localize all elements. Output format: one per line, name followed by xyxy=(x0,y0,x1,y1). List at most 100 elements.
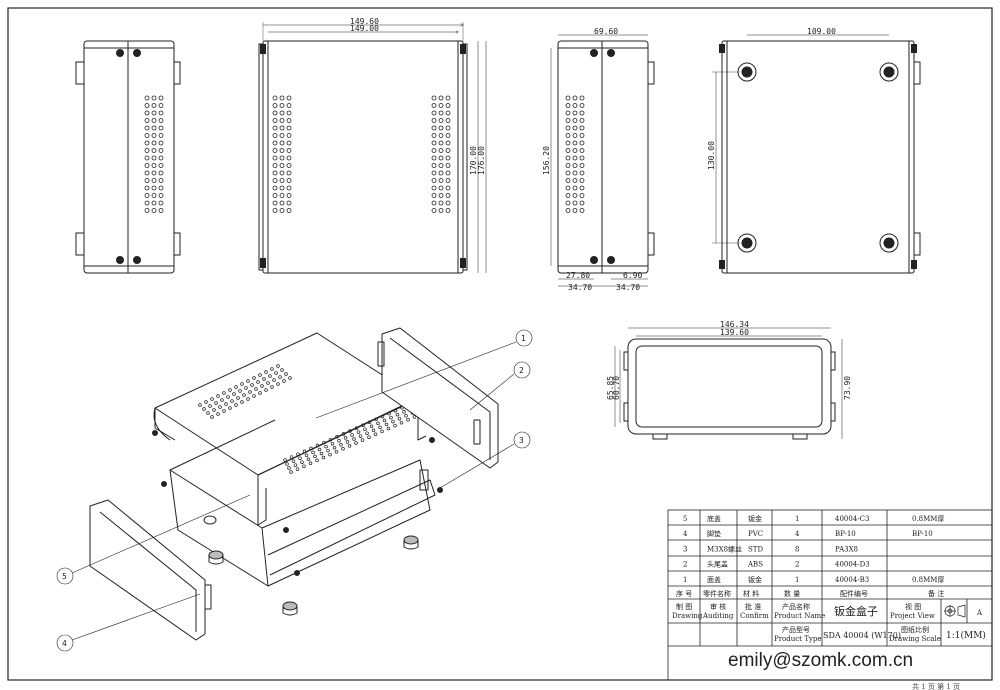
vent-hole xyxy=(144,163,150,168)
vent-hole xyxy=(438,103,444,108)
vent-hole xyxy=(431,178,437,183)
vent-hole xyxy=(224,402,228,406)
vent-hole xyxy=(280,368,284,372)
vent-hole xyxy=(230,399,234,403)
dim-front-height-outer: 170.00 xyxy=(469,146,478,175)
revision: A xyxy=(976,609,983,617)
dim-side-bottom-right-inner: 6.90 xyxy=(623,271,642,280)
vent-hole xyxy=(565,155,571,161)
dim-side-bottom-right-outer: 34.70 xyxy=(616,283,640,292)
page-footer: 共 1 页 第 1 页 xyxy=(912,682,960,690)
bom-cell-note: 0.8MM厚 xyxy=(912,515,944,523)
vent-hole xyxy=(144,170,150,176)
vent-hole xyxy=(367,420,372,425)
vent-hole xyxy=(286,110,292,116)
dim-side-bottom-left-outer: 34.70 xyxy=(568,283,592,292)
vent-hole xyxy=(373,432,378,437)
vent-hole xyxy=(279,110,285,116)
vent-hole xyxy=(321,455,326,460)
vent-hole xyxy=(144,133,150,138)
vent-hole xyxy=(332,445,337,450)
vent-hole xyxy=(286,170,292,176)
vent-hole xyxy=(272,95,278,101)
vent-hole xyxy=(198,403,202,407)
vent-hole xyxy=(270,385,274,389)
vent-hole xyxy=(286,155,292,161)
vent-hole xyxy=(202,407,206,411)
vent-hole xyxy=(286,163,292,168)
vent-hole xyxy=(304,453,309,458)
vent-hole xyxy=(412,415,417,419)
vent-hole xyxy=(579,125,585,131)
vent-hole xyxy=(151,163,157,168)
vent-hole xyxy=(431,208,437,213)
vent-hole xyxy=(151,208,157,213)
vent-hole xyxy=(268,374,272,378)
label-product-name-cn: 产品名称 xyxy=(782,602,810,611)
vent-hole xyxy=(210,415,214,419)
vent-hole xyxy=(438,163,444,168)
dim-end-height-b: 60.70 xyxy=(612,376,621,400)
vent-hole xyxy=(572,110,578,116)
vent-hole xyxy=(343,436,348,440)
vent-hole xyxy=(438,140,444,146)
vent-hole xyxy=(438,193,444,198)
vent-hole xyxy=(445,208,451,213)
vent-hole xyxy=(158,95,164,101)
vent-hole xyxy=(287,466,291,470)
vent-hole xyxy=(279,118,285,123)
vent-hole xyxy=(286,95,292,101)
vent-hole xyxy=(360,438,365,442)
vent-hole xyxy=(279,185,285,191)
bom-cell-qty: 2 xyxy=(795,561,799,569)
label-project-view-en: Project View xyxy=(890,612,935,620)
vent-hole xyxy=(208,404,212,408)
vent-hole xyxy=(144,185,150,191)
product-type: SDA 40004 (W170) xyxy=(823,631,901,640)
vent-hole xyxy=(272,208,278,213)
vent-hole xyxy=(158,163,164,168)
vent-hole xyxy=(238,389,242,393)
vent-hole xyxy=(144,118,150,123)
vent-hole xyxy=(438,95,444,101)
bom-cell-code: 40004-B3 xyxy=(835,576,869,584)
vent-hole xyxy=(266,381,270,385)
vent-hole xyxy=(358,434,363,438)
vent-hole xyxy=(579,200,585,206)
vent-hole xyxy=(222,409,226,413)
vent-hole xyxy=(319,451,324,456)
vent-hole xyxy=(431,95,437,101)
vent-hole xyxy=(431,193,437,198)
callout-4: 4 xyxy=(62,639,67,648)
vent-hole xyxy=(579,170,585,176)
vent-hole xyxy=(216,394,220,398)
vent-hole xyxy=(376,421,380,426)
vent-hole xyxy=(252,394,256,398)
vent-hole xyxy=(279,200,285,206)
vent-hole xyxy=(212,408,216,412)
bom-header-material: 材 料 xyxy=(743,589,759,598)
vent-hole xyxy=(274,371,278,375)
vent-hole xyxy=(151,125,157,131)
vent-hole xyxy=(286,140,292,146)
bom-header-no: 序 号 xyxy=(676,589,692,598)
vent-hole xyxy=(254,387,258,391)
vent-hole xyxy=(565,110,571,116)
vent-hole xyxy=(286,125,292,131)
vent-hole xyxy=(262,377,266,381)
vent-hole xyxy=(151,193,157,198)
vent-hole xyxy=(431,155,437,161)
vent-hole xyxy=(279,103,285,108)
bom-cell-no: 4 xyxy=(683,530,688,538)
vent-hole xyxy=(264,370,268,374)
vent-hole xyxy=(315,458,319,463)
screw-icon xyxy=(152,430,443,576)
vent-hole xyxy=(258,391,262,395)
label-product-type-cn: 产品型号 xyxy=(782,625,810,634)
vent-hole xyxy=(272,148,278,153)
bom-cell-name: 头尾盖 xyxy=(707,560,728,569)
vent-hole xyxy=(579,193,585,198)
vent-hole xyxy=(445,110,451,116)
label-product-type-en: Product Type xyxy=(774,635,821,643)
end-panel-left xyxy=(89,499,212,641)
